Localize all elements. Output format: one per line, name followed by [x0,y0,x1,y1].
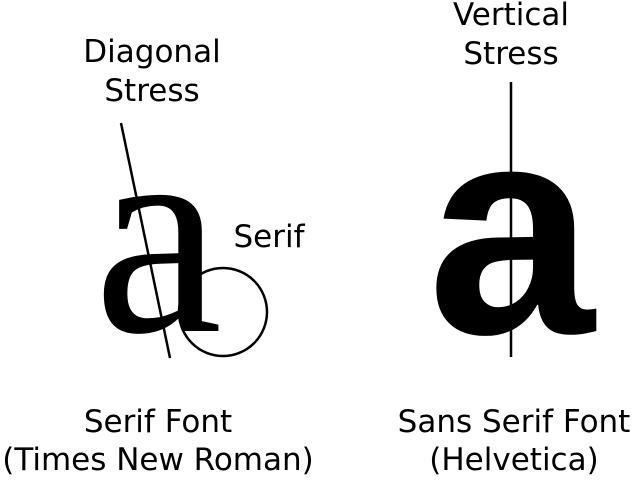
sans-serif-font-caption: Sans Serif Font (Helvetica) [396,403,632,479]
serif-highlight-circle [177,266,269,358]
serif-label: Serif [233,219,305,255]
sans-serif-font-caption-line1: Sans Serif Font [397,404,631,440]
diagonal-stress-line [119,122,172,359]
diagonal-stress-label-line2: Stress [104,73,200,109]
sans-serif-font-caption-line2: (Helvetica) [429,442,599,478]
serif-font-caption: Serif Font (Times New Roman) [0,403,316,479]
serif-font-caption-line1: Serif Font [83,404,233,440]
diagonal-stress-label: Diagonal Stress [72,33,232,111]
serif-font-caption-line2: (Times New Roman) [2,442,314,478]
vertical-stress-label: Vertical Stress [433,0,589,74]
diagonal-stress-label-line1: Diagonal [83,34,221,70]
serif-a-glyph: a [94,73,223,394]
vertical-stress-label-line1: Vertical [452,0,570,33]
vertical-stress-label-line2: Stress [463,36,559,72]
